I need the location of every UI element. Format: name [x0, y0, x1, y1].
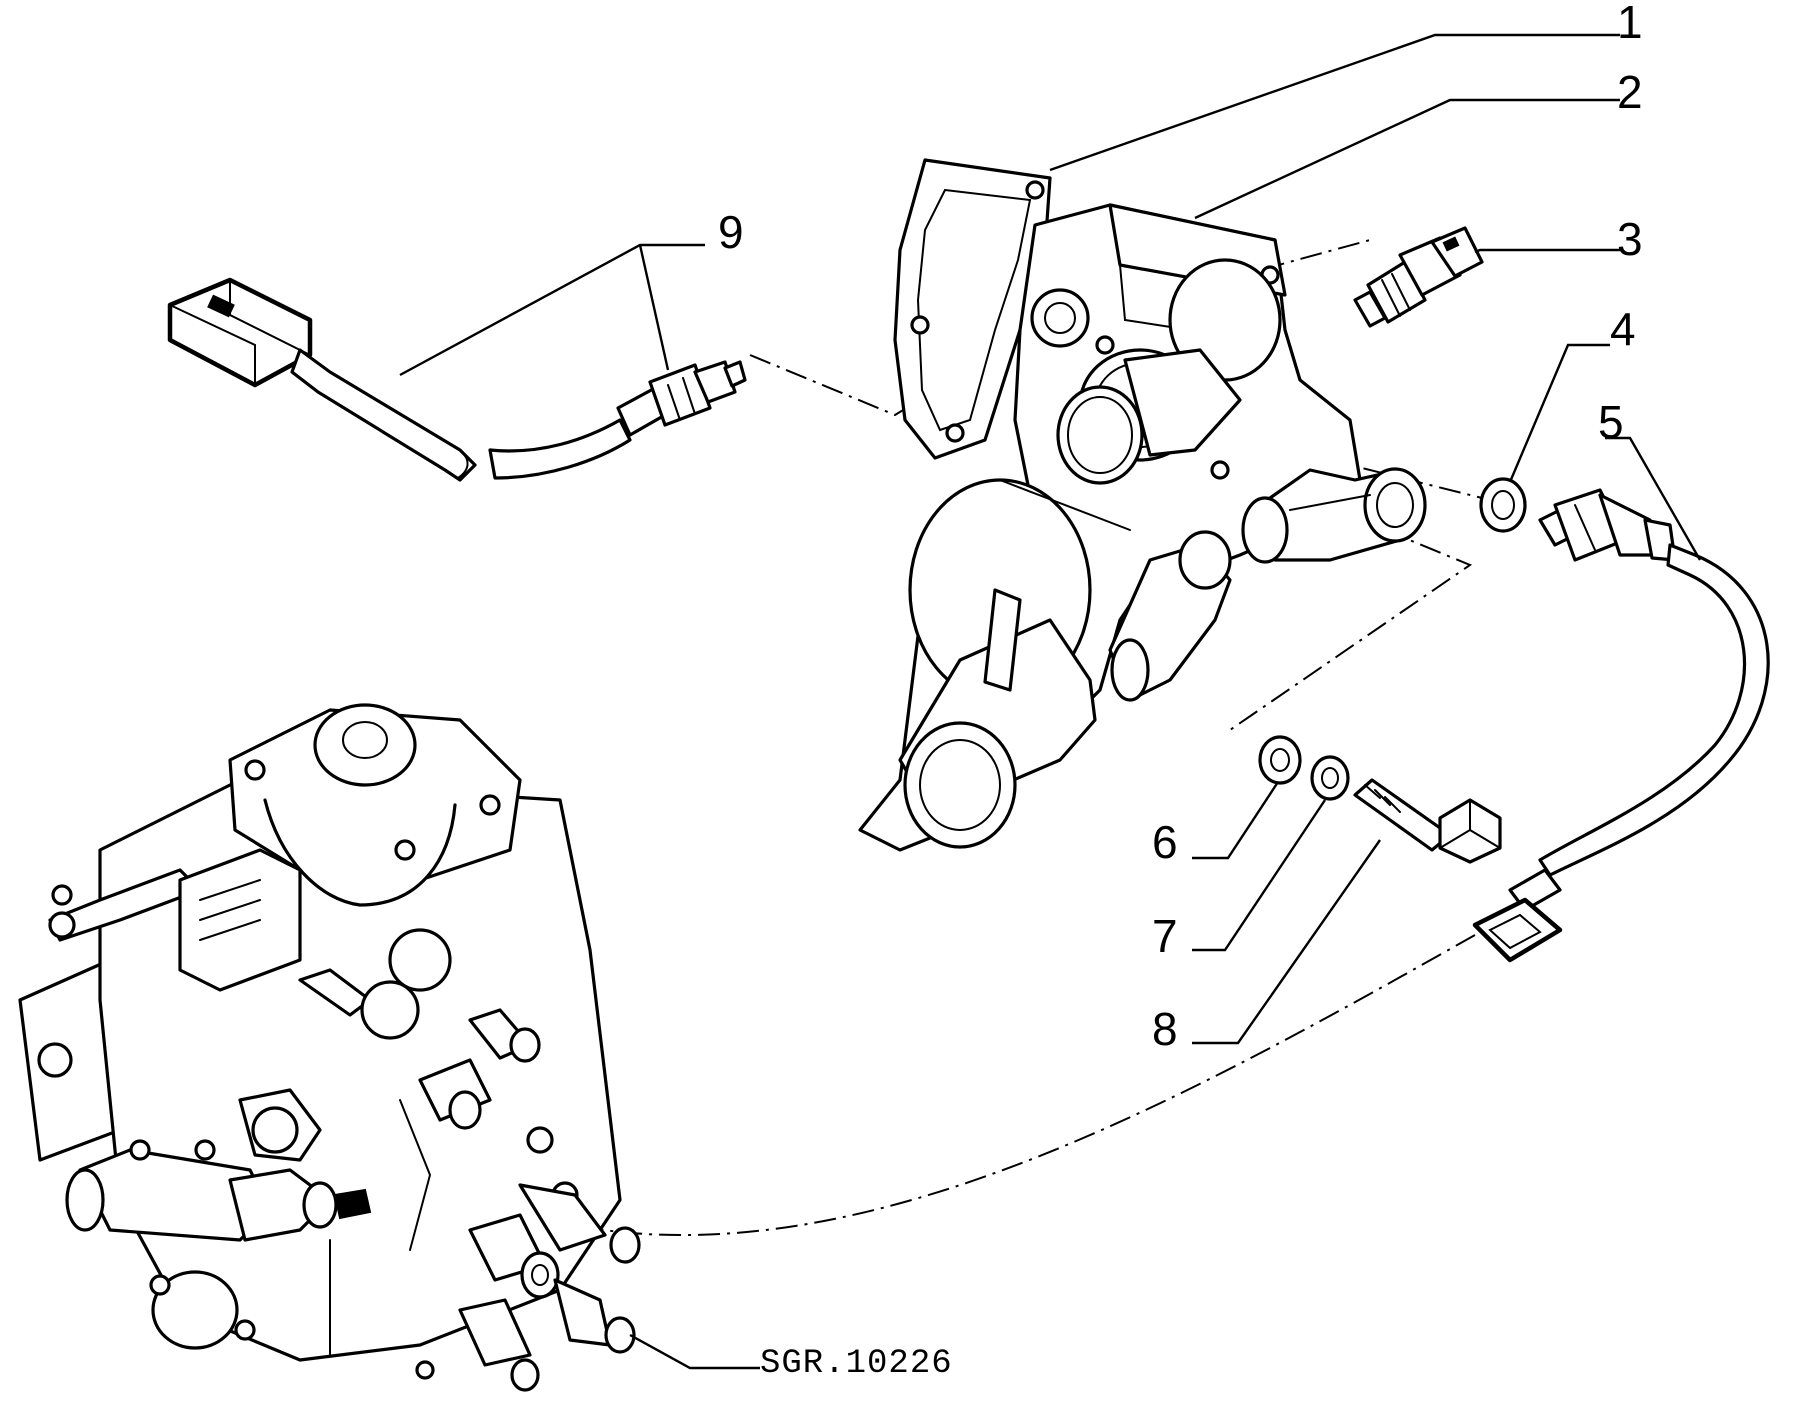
- washer-7: [1310, 755, 1350, 801]
- callout-7: 7: [1152, 910, 1178, 962]
- callout-6: 6: [1152, 816, 1178, 868]
- sealing-washer-4: [1479, 477, 1527, 533]
- callout-5: 5: [1598, 396, 1624, 448]
- thermal-switch: [1353, 226, 1484, 328]
- callout-3: 3: [1617, 213, 1643, 265]
- callout-4: 4: [1610, 303, 1636, 355]
- thermostat-housing: [858, 203, 1427, 852]
- temperature-sender-with-cable: [167, 277, 747, 482]
- sender-with-lead: [1472, 488, 1770, 963]
- thermostat-gasket: [893, 158, 1052, 460]
- leader-lines: [399, 33, 1702, 1370]
- hex-bolt: [1353, 778, 1502, 864]
- callout-labels: 1 2 3 4 5 6 7 8 9 SGR.10226: [718, 0, 1643, 1383]
- callout-8: 8: [1152, 1003, 1178, 1055]
- reference-code: SGR.10226: [760, 1345, 953, 1383]
- callout-9: 9: [718, 206, 744, 258]
- washer-6: [1258, 735, 1302, 785]
- callout-1: 1: [1617, 0, 1643, 48]
- callout-2: 2: [1617, 66, 1643, 118]
- injection-pump: [18, 703, 641, 1392]
